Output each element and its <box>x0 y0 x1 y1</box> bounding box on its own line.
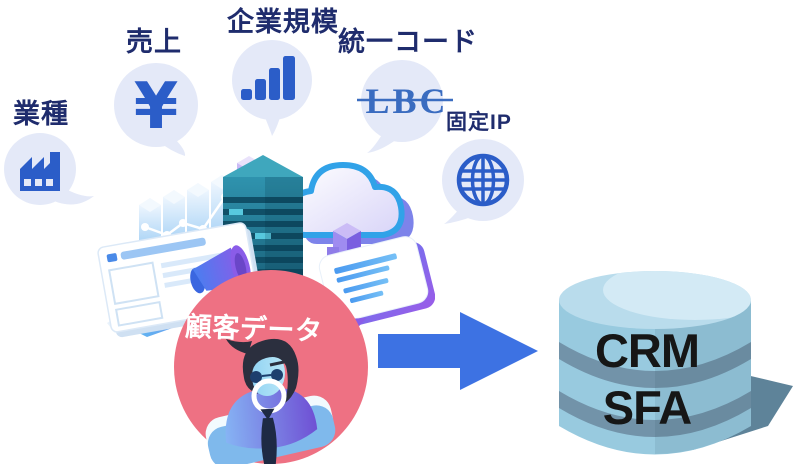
bubble-company-size <box>232 40 312 136</box>
document-bubble-graphic <box>318 236 435 343</box>
bubble-label-unified-code: 統一コード <box>338 27 478 57</box>
bubble-unified-code: LBC <box>357 60 453 153</box>
bubble-industry <box>4 133 94 205</box>
businessman-icon <box>205 338 336 469</box>
hair-graphic <box>242 338 299 403</box>
lbc-code-icon: LBC <box>357 81 453 121</box>
city-data-illustration <box>97 155 435 343</box>
flow-arrow <box>378 312 538 390</box>
bubble-label-company-size: 企業規模 <box>227 7 339 37</box>
bubble-sales: ¥ <box>114 63 198 156</box>
yen-icon: ¥ <box>134 70 179 144</box>
bubble-label-fixed-ip: 固定IP <box>446 111 512 134</box>
bar-chart-icon <box>241 56 295 100</box>
tie-graphic <box>260 408 277 467</box>
globe-icon <box>456 153 510 207</box>
crm-sfa-database: CRM SFA <box>559 271 793 455</box>
bubble-fixed-ip <box>442 139 524 224</box>
customer-data-circle: 顧客データ <box>174 270 368 469</box>
database-label-crm: CRM <box>595 324 699 377</box>
factory-icon <box>20 152 60 191</box>
bubble-label-sales: 売上 <box>126 27 182 57</box>
customer-data-label: 顧客データ <box>184 311 323 347</box>
database-label-sfa: SFA <box>603 381 691 434</box>
glasses-graphic <box>250 360 285 383</box>
bubble-label-industry: 業種 <box>13 99 69 129</box>
